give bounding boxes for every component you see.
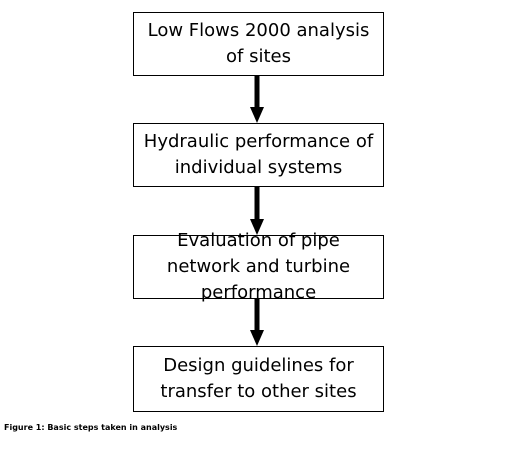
figure-caption: Figure 1: Basic steps taken in analysis bbox=[4, 423, 178, 432]
step-label: Design guidelines for transfer to other … bbox=[160, 355, 357, 402]
step-label: Evaluation of pipe network and turbine p… bbox=[166, 230, 351, 303]
step-box-design-guidelines: Design guidelines for transfer to other … bbox=[133, 346, 384, 412]
step-box-pipe-network-evaluation: Evaluation of pipe network and turbine p… bbox=[133, 230, 384, 303]
step-label: Hydraulic performance of individual syst… bbox=[143, 131, 374, 178]
down-arrow-icon bbox=[250, 299, 264, 346]
step-label: Low Flows 2000 analysis of sites bbox=[147, 20, 370, 67]
step-box-low-flows-analysis: Low Flows 2000 analysis of sites bbox=[133, 12, 384, 76]
step-box-hydraulic-performance: Hydraulic performance of individual syst… bbox=[133, 123, 384, 187]
down-arrow-icon bbox=[250, 76, 264, 123]
down-arrow-icon bbox=[250, 187, 264, 235]
